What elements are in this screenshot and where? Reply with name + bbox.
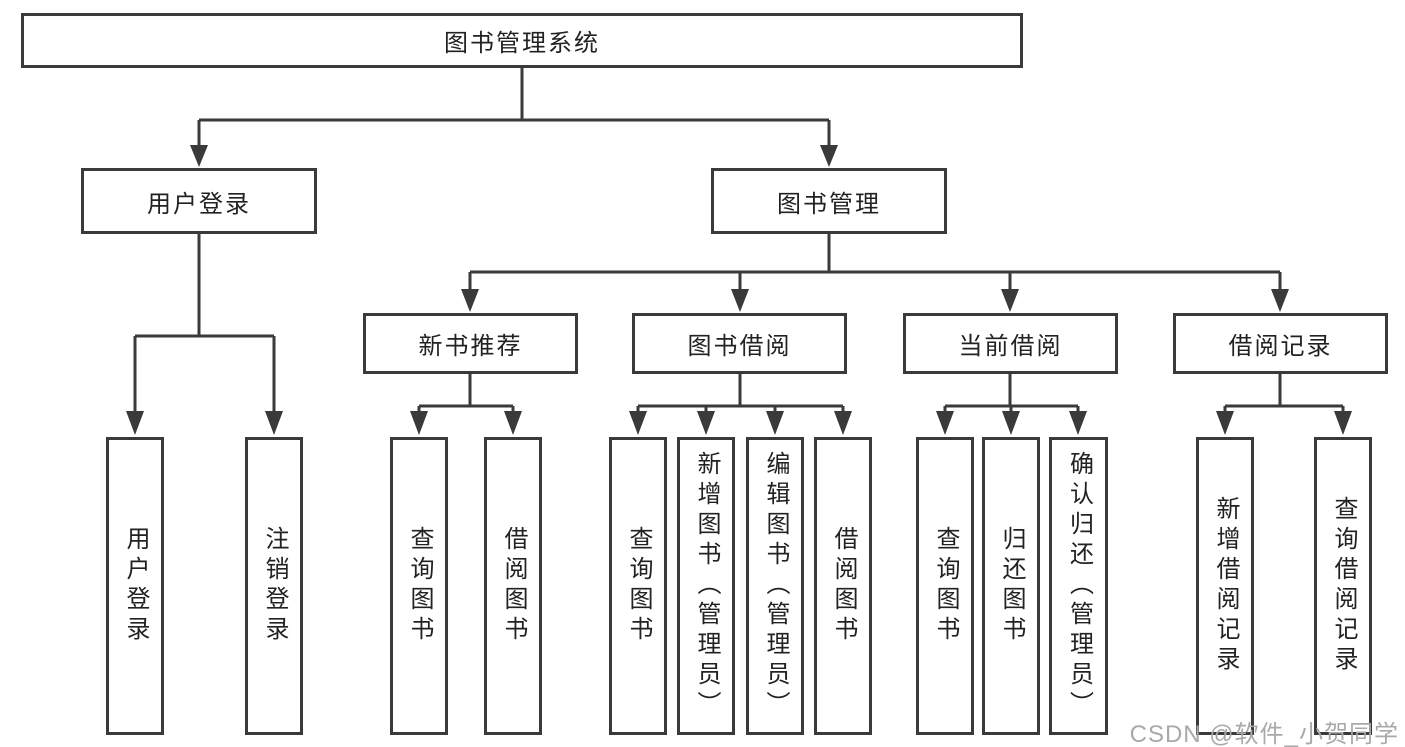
watermark: CSDN @软件_小贺同学	[1129, 721, 1399, 747]
node-label: 查询图书	[932, 526, 959, 646]
node-label: 新书推荐	[418, 333, 523, 360]
node-label: 借阅记录	[1228, 333, 1333, 360]
leaf-logout: 注销登录	[245, 437, 303, 735]
node-label: 归还图书	[998, 526, 1025, 646]
node-user-login: 用户登录	[81, 168, 317, 234]
connector-user-login-to-leaves	[126, 234, 283, 435]
connector-current-borrowing-to-leaves	[936, 374, 1087, 435]
node-new-book-recommendation: 新书推荐	[363, 313, 578, 374]
leaf-query-books-borrowing: 查询图书	[609, 437, 667, 735]
node-book-borrowing: 图书借阅	[632, 313, 847, 374]
node-current-borrowing: 当前借阅	[903, 313, 1118, 374]
node-label: 图书借阅	[687, 333, 792, 360]
node-label: 新增借阅记录	[1212, 496, 1239, 676]
node-label: 图书管理系统	[444, 30, 600, 57]
leaf-query-books-recommendation: 查询图书	[390, 437, 448, 735]
node-label: 确认归还（管理员）	[1065, 451, 1093, 721]
connector-book-management-to-level3	[461, 234, 1289, 312]
node-library-management-system: 图书管理系统	[21, 13, 1023, 68]
connector-new-book-recommendation-to-leaves	[410, 374, 522, 435]
leaf-confirm-return-admin: 确认归还（管理员）	[1049, 437, 1108, 735]
leaf-add-book-admin: 新增图书（管理员）	[677, 437, 735, 735]
leaf-borrow-books: 借阅图书	[814, 437, 872, 735]
connector-book-borrowing-to-leaves	[629, 374, 852, 435]
node-label: 借阅图书	[500, 526, 527, 646]
leaf-edit-book-admin: 编辑图书（管理员）	[746, 437, 804, 735]
leaf-query-books-current: 查询图书	[916, 437, 974, 735]
leaf-add-borrowing-record: 新增借阅记录	[1196, 437, 1254, 735]
node-label: 查询借阅记录	[1330, 496, 1357, 676]
leaf-user-login: 用户登录	[106, 437, 164, 735]
node-label: 新增图书（管理员）	[693, 451, 720, 721]
leaf-return-books: 归还图书	[982, 437, 1040, 735]
leaf-borrow-books-recommendation: 借阅图书	[484, 437, 542, 735]
node-label: 借阅图书	[830, 526, 857, 646]
node-label: 查询图书	[406, 526, 433, 646]
node-label: 查询图书	[625, 526, 652, 646]
node-label: 用户登录	[147, 190, 251, 218]
node-label: 用户登录	[122, 526, 149, 646]
connector-borrowing-records-to-leaves	[1216, 374, 1352, 435]
connector-root-to-level2	[190, 68, 838, 167]
node-label: 当前借阅	[958, 333, 1063, 360]
node-label: 编辑图书（管理员）	[762, 451, 789, 721]
node-label: 注销登录	[261, 526, 288, 646]
node-book-management: 图书管理	[711, 168, 947, 234]
leaf-query-borrowing-record: 查询借阅记录	[1314, 437, 1372, 735]
node-label: 图书管理	[777, 190, 881, 218]
node-borrowing-records: 借阅记录	[1173, 313, 1388, 374]
